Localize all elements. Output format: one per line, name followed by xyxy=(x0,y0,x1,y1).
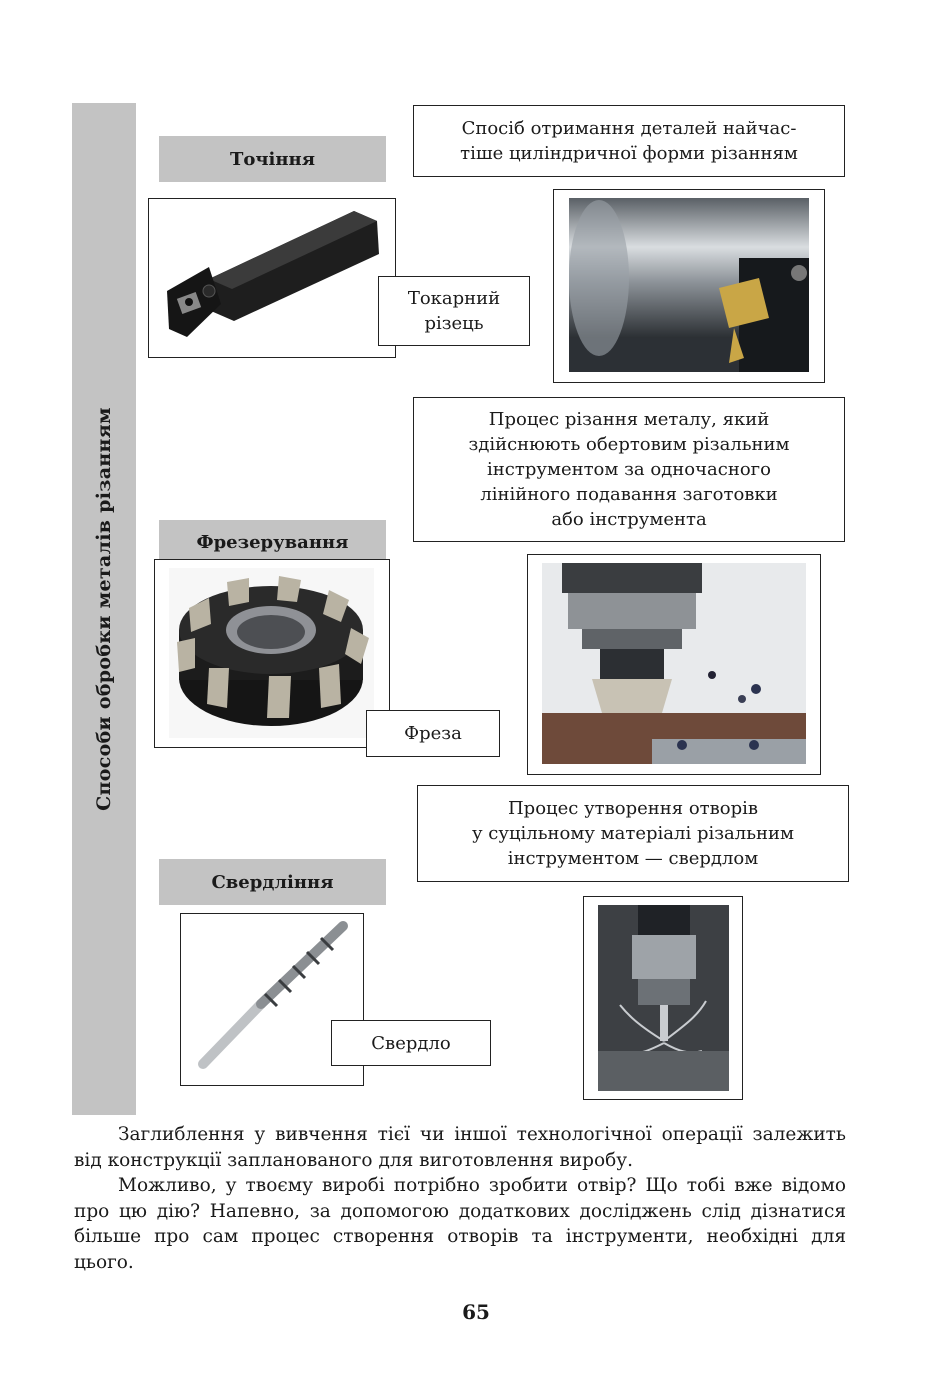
drilling-photo-frame xyxy=(583,896,743,1100)
sidebar-band: Способи обробки металів різанням xyxy=(72,103,136,1115)
tool-label-line: різець xyxy=(424,313,484,334)
milling-photo-frame xyxy=(527,554,821,775)
body-text: Заглиблення у вивчення тієї чи іншої тех… xyxy=(74,1122,846,1275)
description-turning: Спосіб отримання деталей найчас- тіше ци… xyxy=(413,105,845,177)
method-label-drilling: Свердління xyxy=(159,859,386,905)
description-line: здійснюють обертовим різальним xyxy=(468,434,790,455)
description-line: Процес утворення отворів xyxy=(507,798,759,819)
description-line: інструментом за одночасного xyxy=(487,459,771,480)
page-number: 65 xyxy=(462,1300,490,1324)
method-label-turning: Точіння xyxy=(159,136,386,182)
paragraph: Можливо, у твоєму виробі потрібно зробит… xyxy=(74,1175,846,1273)
tool-label-milling: Фреза xyxy=(366,710,500,757)
tool-label-turning: Токарний різець xyxy=(378,276,530,346)
paragraph: Заглиблення у вивчення тієї чи іншої тех… xyxy=(74,1124,846,1171)
sidebar-title: Способи обробки металів різанням xyxy=(93,407,115,811)
tool-label-line: Токарний xyxy=(407,288,501,309)
description-line: у суцільному матеріалі різальним xyxy=(471,823,795,844)
method-label-milling: Фрезерування xyxy=(159,520,386,564)
drilling-photo xyxy=(598,905,729,1091)
lathe-tool-image xyxy=(148,198,396,358)
turning-photo-frame xyxy=(553,189,825,383)
description-line: Процес різання металу, який xyxy=(488,409,770,430)
description-line: лінійного подавання заготовки xyxy=(480,484,778,505)
description-line: Спосіб отримання деталей найчас- xyxy=(461,118,797,139)
turning-photo xyxy=(569,198,809,372)
description-drilling: Процес утворення отворів у суцільному ма… xyxy=(417,785,849,882)
description-line: або інструмента xyxy=(551,509,707,530)
description-line: інструментом — свердлом xyxy=(507,848,759,869)
description-milling: Процес різання металу, який здійснюють о… xyxy=(413,397,845,542)
description-line: тіше циліндричної форми різанням xyxy=(460,143,798,164)
milling-cutter-image xyxy=(154,559,390,748)
tool-label-drilling: Свердло xyxy=(331,1020,491,1066)
milling-photo xyxy=(542,563,806,764)
